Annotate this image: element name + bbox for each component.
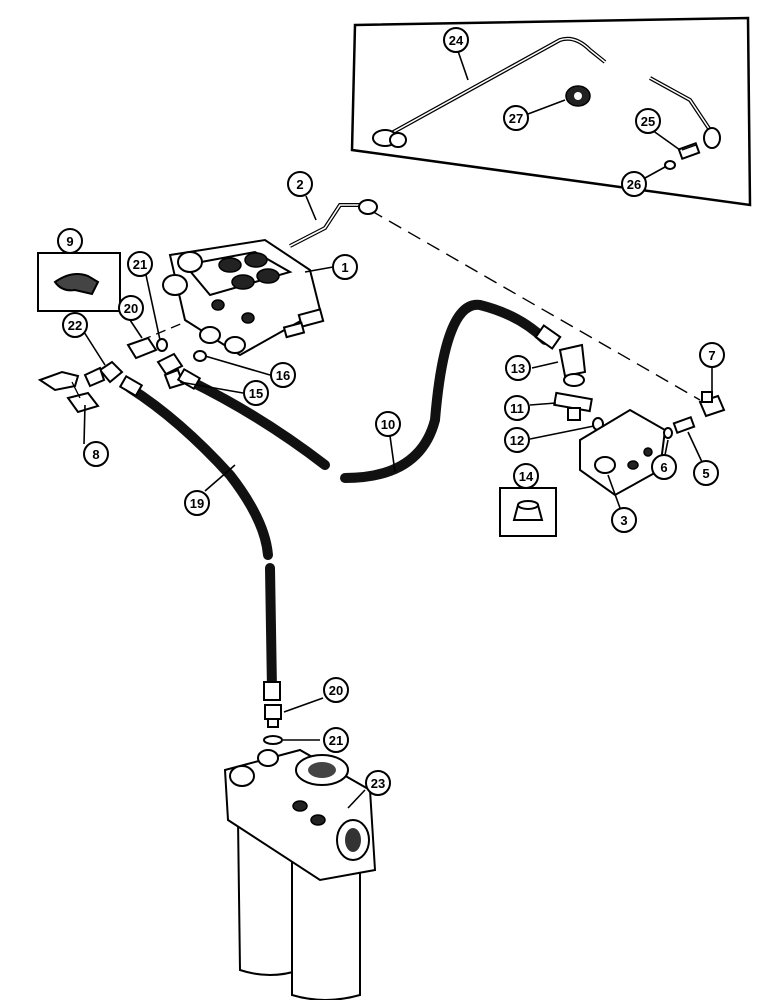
callout-1: 1 — [332, 254, 358, 280]
callout-10: 10 — [375, 411, 401, 437]
callout-13: 13 — [505, 355, 531, 381]
swivel-fitting — [37, 370, 100, 414]
callout-14: 14 — [513, 463, 539, 489]
o-ring-21 — [263, 735, 283, 745]
callout-3: 3 — [611, 507, 637, 533]
svg-text:20: 20 — [329, 683, 343, 698]
elbow-inset — [37, 252, 121, 312]
tube — [289, 199, 378, 248]
svg-text:23: 23 — [371, 776, 385, 791]
svg-text:13: 13 — [511, 361, 525, 376]
svg-text:15: 15 — [249, 386, 263, 401]
svg-text:6: 6 — [660, 460, 667, 475]
filter-assembly — [223, 748, 377, 1000]
elbow-adapter — [156, 352, 185, 390]
svg-text:21: 21 — [329, 733, 343, 748]
callout-22: 22 — [62, 312, 88, 338]
callout-7: 7 — [699, 342, 725, 368]
adapter-5 — [672, 415, 696, 435]
svg-text:5: 5 — [702, 466, 709, 481]
control-valve — [162, 238, 325, 357]
callout-21-upper: 21 — [127, 251, 153, 277]
callout-19: 19 — [184, 490, 210, 516]
svg-text:2: 2 — [296, 177, 303, 192]
elbow-fitting — [83, 360, 124, 388]
callout-6: 6 — [651, 454, 677, 480]
hose — [340, 299, 562, 483]
callout-20-lower: 20 — [323, 677, 349, 703]
svg-text:14: 14 — [519, 469, 534, 484]
hose-assembly — [118, 367, 330, 701]
tee-fitting — [553, 391, 593, 421]
callout-15: 15 — [243, 380, 269, 406]
svg-text:12: 12 — [510, 433, 524, 448]
svg-text:11: 11 — [510, 401, 524, 416]
valve-o-ring — [193, 350, 207, 362]
tube-inset — [350, 16, 752, 207]
connector-20 — [264, 704, 282, 728]
callout-27: 27 — [503, 105, 529, 131]
svg-text:3: 3 — [620, 513, 627, 528]
svg-text:10: 10 — [381, 417, 395, 432]
tube-clip — [565, 85, 591, 107]
callout-21-lower: 21 — [323, 727, 349, 753]
callout-16: 16 — [270, 362, 296, 388]
o-ring-6 — [663, 427, 673, 439]
svg-text:16: 16 — [276, 368, 290, 383]
o-ring — [156, 338, 168, 352]
svg-text:9: 9 — [66, 234, 73, 249]
adapter-fitting — [126, 336, 158, 360]
callout-12: 12 — [504, 427, 530, 453]
callout-26: 26 — [621, 171, 647, 197]
callout-20-upper: 20 — [118, 295, 144, 321]
leader-lines — [83, 50, 713, 809]
svg-text:19: 19 — [190, 496, 204, 511]
svg-text:25: 25 — [641, 114, 655, 129]
svg-text:22: 22 — [68, 318, 82, 333]
cap-inset — [499, 487, 557, 537]
callout-8: 8 — [83, 441, 109, 467]
svg-text:20: 20 — [124, 301, 138, 316]
elbow-7 — [698, 391, 726, 418]
callout-25: 25 — [635, 108, 661, 134]
svg-text:21: 21 — [133, 257, 147, 272]
svg-text:8: 8 — [92, 447, 99, 462]
elbow-13 — [558, 343, 587, 387]
callout-5: 5 — [693, 460, 719, 486]
svg-text:26: 26 — [627, 177, 641, 192]
svg-text:7: 7 — [708, 348, 715, 363]
svg-text:1: 1 — [341, 260, 348, 275]
callout-24: 24 — [443, 27, 469, 53]
callout-11: 11 — [504, 395, 530, 421]
svg-text:27: 27 — [509, 111, 523, 126]
callout-2: 2 — [287, 171, 313, 197]
callout-9: 9 — [57, 228, 83, 254]
inset-fitting — [677, 141, 701, 161]
svg-text:24: 24 — [449, 33, 464, 48]
centerline — [369, 209, 701, 401]
callout-23: 23 — [365, 770, 391, 796]
inset-o-ring — [664, 160, 676, 170]
